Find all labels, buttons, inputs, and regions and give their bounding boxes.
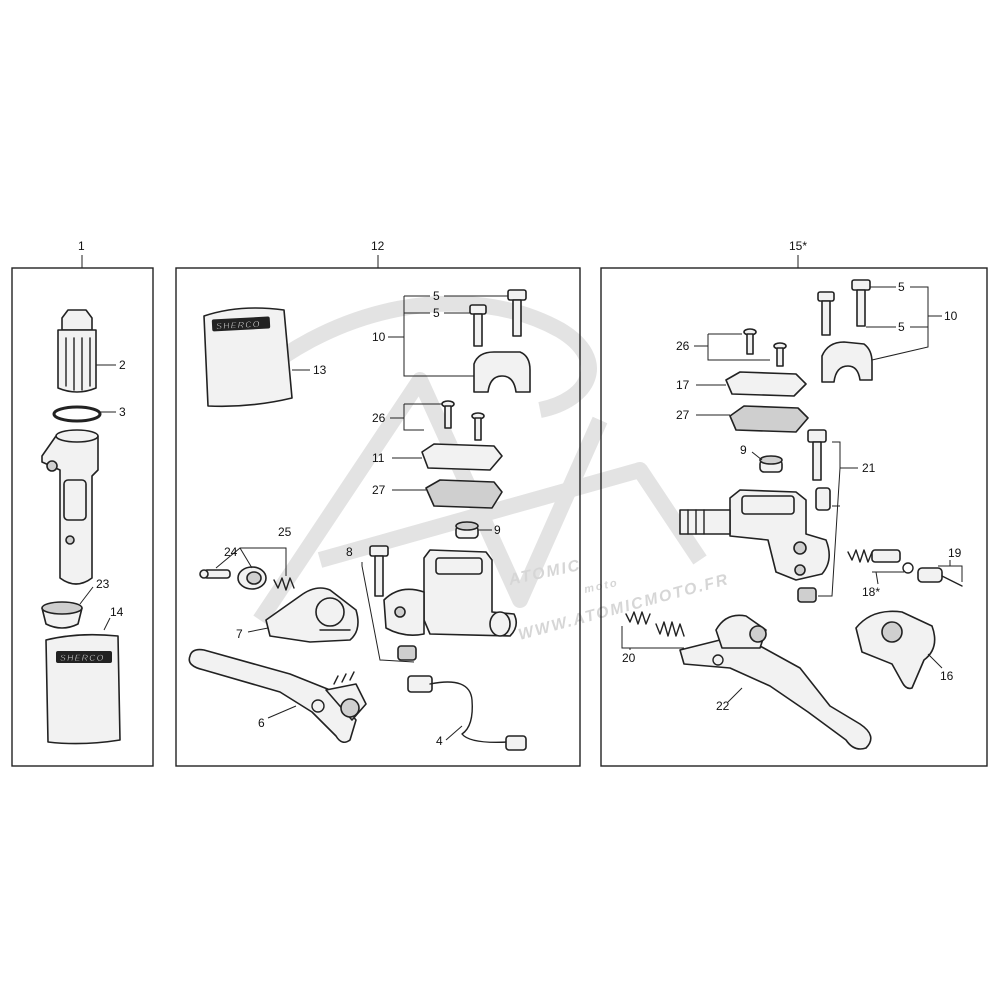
reservoir-cover-part-2 [725,371,807,397]
callout-5a: 5 [433,289,440,303]
adjuster-rod-part [917,567,963,587]
panel-15-parts: 5 5 10 26 17 27 9 [621,279,963,750]
callout-5c: 5 [898,280,905,294]
panel-15-frame [600,267,988,767]
cover-screw-part-2 [743,328,787,367]
callout-9b: 9 [740,443,747,457]
callout-11: 11 [372,451,385,465]
bag-13-logo: SHERCO [216,319,261,331]
grommet-part [41,601,83,629]
master-cylinder-body-part-2 [679,489,830,581]
handlebar-clamp-part [473,351,531,393]
panel-1-label: 1 [78,239,85,253]
pivot-bolt-part [369,545,389,597]
callout-25: 25 [278,525,292,539]
callout-6: 6 [258,716,265,730]
handlebar-clamp-part-2 [821,341,873,383]
callout-10a: 10 [372,330,386,344]
callout-5d: 5 [898,320,905,334]
callout-26a: 26 [372,411,386,425]
reservoir-cover-part [421,443,503,471]
callout-22: 22 [716,699,730,713]
pushrod-part [199,569,231,579]
clamp-bolt-part [469,289,527,347]
clamp-bolt-part-2 [817,279,871,336]
callout-27b: 27 [676,408,690,422]
callout-24: 24 [224,545,238,559]
callout-21: 21 [862,461,876,475]
pivot-bolt-part-2 [797,429,831,603]
dust-boot-part [237,566,267,590]
callout-17: 17 [676,378,690,392]
callout-20: 20 [622,651,636,665]
float-part [455,521,479,539]
diaphragm-part [425,479,503,509]
return-spring-part [625,611,685,637]
callout-18: 18* [862,585,880,599]
callout-2: 2 [119,358,126,372]
clutch-lever-part [679,614,872,750]
callout-27a: 27 [372,483,386,497]
lever-guard-part [265,587,359,643]
callout-26b: 26 [676,339,690,353]
callout-4: 4 [436,734,443,748]
lever-guard-part-2 [855,610,936,690]
callout-8: 8 [346,545,353,559]
callout-3: 3 [119,405,126,419]
callout-9a: 9 [494,523,501,537]
panel-1-parts: 2 3 23 SHERCO 14 [41,309,126,745]
panel-15-label: 15* [789,239,807,253]
callout-23: 23 [96,577,110,591]
spring-part [273,577,295,591]
callout-16: 16 [940,669,954,683]
nut-part [397,645,417,661]
callout-7: 7 [236,627,243,641]
callout-19: 19 [948,546,962,560]
cover-screw-part [441,400,485,441]
callout-13: 13 [313,363,327,377]
adjuster-spring-part [847,549,914,574]
sherco-bag-13-part: SHERCO [203,307,293,408]
master-cylinder-body-part [383,549,518,637]
callout-14: 14 [110,605,124,619]
reservoir-cap-part [57,309,97,393]
bag-14-logo: SHERCO [60,653,105,663]
brake-switch-part [407,675,527,751]
callout-5b: 5 [433,306,440,320]
panel-12-label: 12 [371,239,385,253]
reservoir-body-part [41,429,99,585]
watermark-url: WWW.ATOMICMOTO.FR [517,571,732,644]
callout-10b: 10 [944,309,958,323]
sherco-bag-14-part: SHERCO [45,633,121,745]
panel-12-parts: SHERCO 13 10 5 5 26 [188,289,531,751]
o-ring-part [52,405,102,423]
float-part-2 [759,455,783,473]
diaphragm-part-2 [729,405,809,433]
brake-lever-part [188,648,367,744]
